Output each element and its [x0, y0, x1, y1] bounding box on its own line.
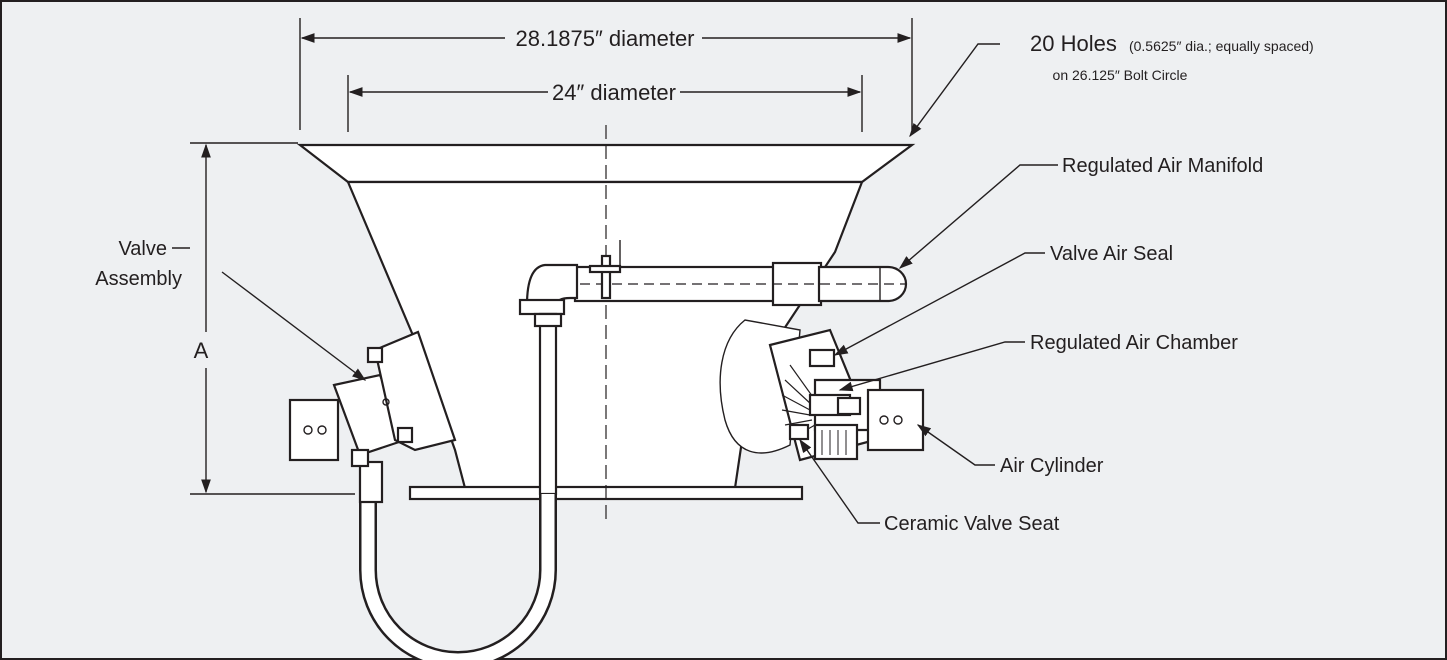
valve-assembly-label-line1: Valve — [118, 238, 167, 260]
regulated-air-chamber-label: Regulated Air Chamber — [1030, 332, 1238, 354]
outer-diameter-label: 28.1875″ diameter — [515, 26, 694, 51]
manifold-pipe — [518, 240, 908, 316]
regulated-air-manifold-label: Regulated Air Manifold — [1062, 155, 1263, 177]
holes-label: 20 Holes (0.5625″ dia.; equally spaced) — [1030, 31, 1314, 56]
height-dimension — [190, 142, 355, 495]
bolt-circle-label: on 26.125″ Bolt Circle — [1053, 67, 1188, 83]
inner-diameter-label: 24″ diameter — [552, 80, 676, 105]
leader-lines — [172, 43, 1058, 524]
holes-detail-text: (0.5625″ dia.; equally spaced) — [1129, 38, 1314, 54]
outer-diameter-dimension — [299, 18, 913, 130]
ceramic-valve-seat-label: Ceramic Valve Seat — [884, 513, 1060, 535]
height-label: A — [194, 338, 209, 363]
valve-assembly-label-line2: Assembly — [95, 268, 182, 290]
u-hose — [358, 312, 563, 660]
left-valve-assembly — [288, 330, 457, 468]
inner-diameter-dimension — [347, 75, 863, 132]
right-valve-assembly — [719, 319, 925, 462]
air-cylinder-label: Air Cylinder — [1000, 455, 1104, 477]
valve-air-seal-label: Valve Air Seal — [1050, 243, 1173, 265]
holes-main-text: 20 Holes — [1030, 31, 1117, 56]
